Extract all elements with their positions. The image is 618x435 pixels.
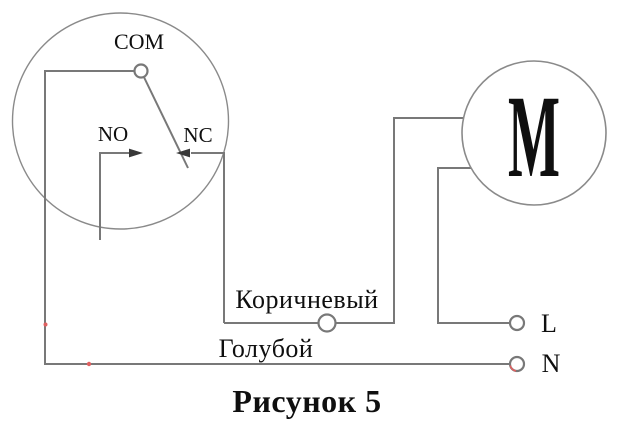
neutral-terminal-label: N: [542, 349, 561, 378]
com-terminal-icon: [133, 63, 149, 79]
figure-caption: Рисунок 5: [232, 383, 381, 419]
no-label: NO: [98, 122, 128, 146]
blue-wire-label: Голубой: [219, 334, 314, 363]
brown-wire-label: Коричневый: [235, 285, 378, 314]
live-terminal-icon: [508, 314, 526, 332]
neutral-terminal-icon: [508, 355, 526, 373]
no-arrow-icon: [129, 148, 143, 158]
wire-brown-to-motor: [224, 117, 463, 324]
wire-motor-to-live: [437, 167, 517, 324]
com-label: COM: [114, 29, 164, 54]
live-terminal-label: L: [541, 309, 557, 338]
wires-group: [44, 63, 526, 373]
red-mark-icon: [86, 361, 92, 367]
red-mark-icon: [43, 322, 48, 327]
motor-label: M: [508, 71, 560, 202]
neutral-terminal-red-tint: [509, 365, 517, 372]
labels-group: COM NO NC Коричневый Голубой L N Рисунок…: [98, 29, 561, 419]
switch-body-circle-icon: [11, 12, 230, 230]
wire-com-to-neutral: [44, 70, 517, 365]
contact-arrows-group: [129, 148, 190, 158]
brown-wire-connector-icon: [317, 313, 337, 333]
nc-label: NC: [183, 123, 212, 147]
wire-nc-contact: [191, 152, 225, 323]
scan-artifacts-group: [43, 322, 92, 367]
wire-no-stub: [99, 152, 129, 240]
motor-circle-icon: [461, 60, 607, 206]
nc-arrow-icon: [176, 148, 190, 158]
